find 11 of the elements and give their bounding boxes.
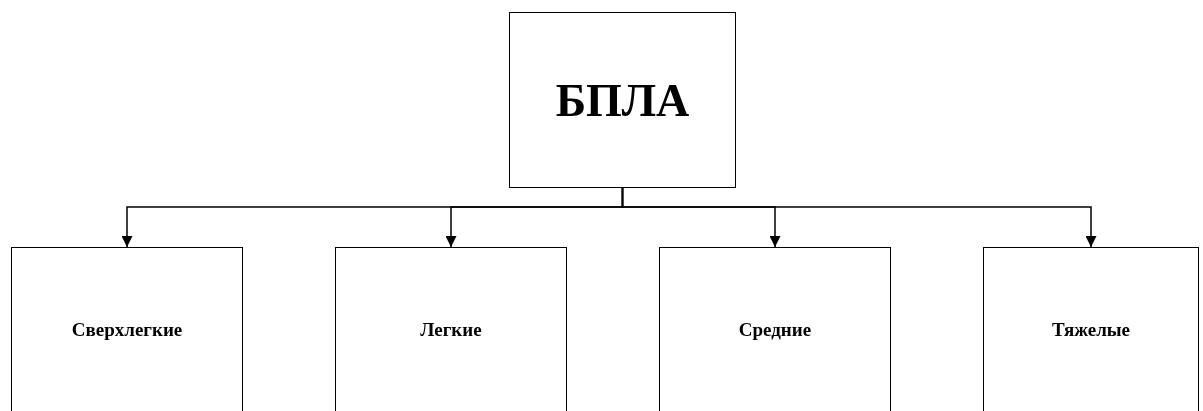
root-label: БПЛА: [555, 73, 690, 127]
category-label: Легкие: [420, 318, 482, 341]
category-label: Средние: [738, 318, 812, 341]
category-box: [983, 247, 1199, 411]
connector-arrow: [621, 187, 1097, 248]
category-box: [335, 247, 567, 411]
category-box: [11, 247, 243, 411]
root-box: [509, 12, 736, 188]
category-label: Тяжелые: [1051, 318, 1131, 341]
category-label: Сверхлегкие: [71, 318, 183, 341]
category-box: [659, 247, 891, 411]
